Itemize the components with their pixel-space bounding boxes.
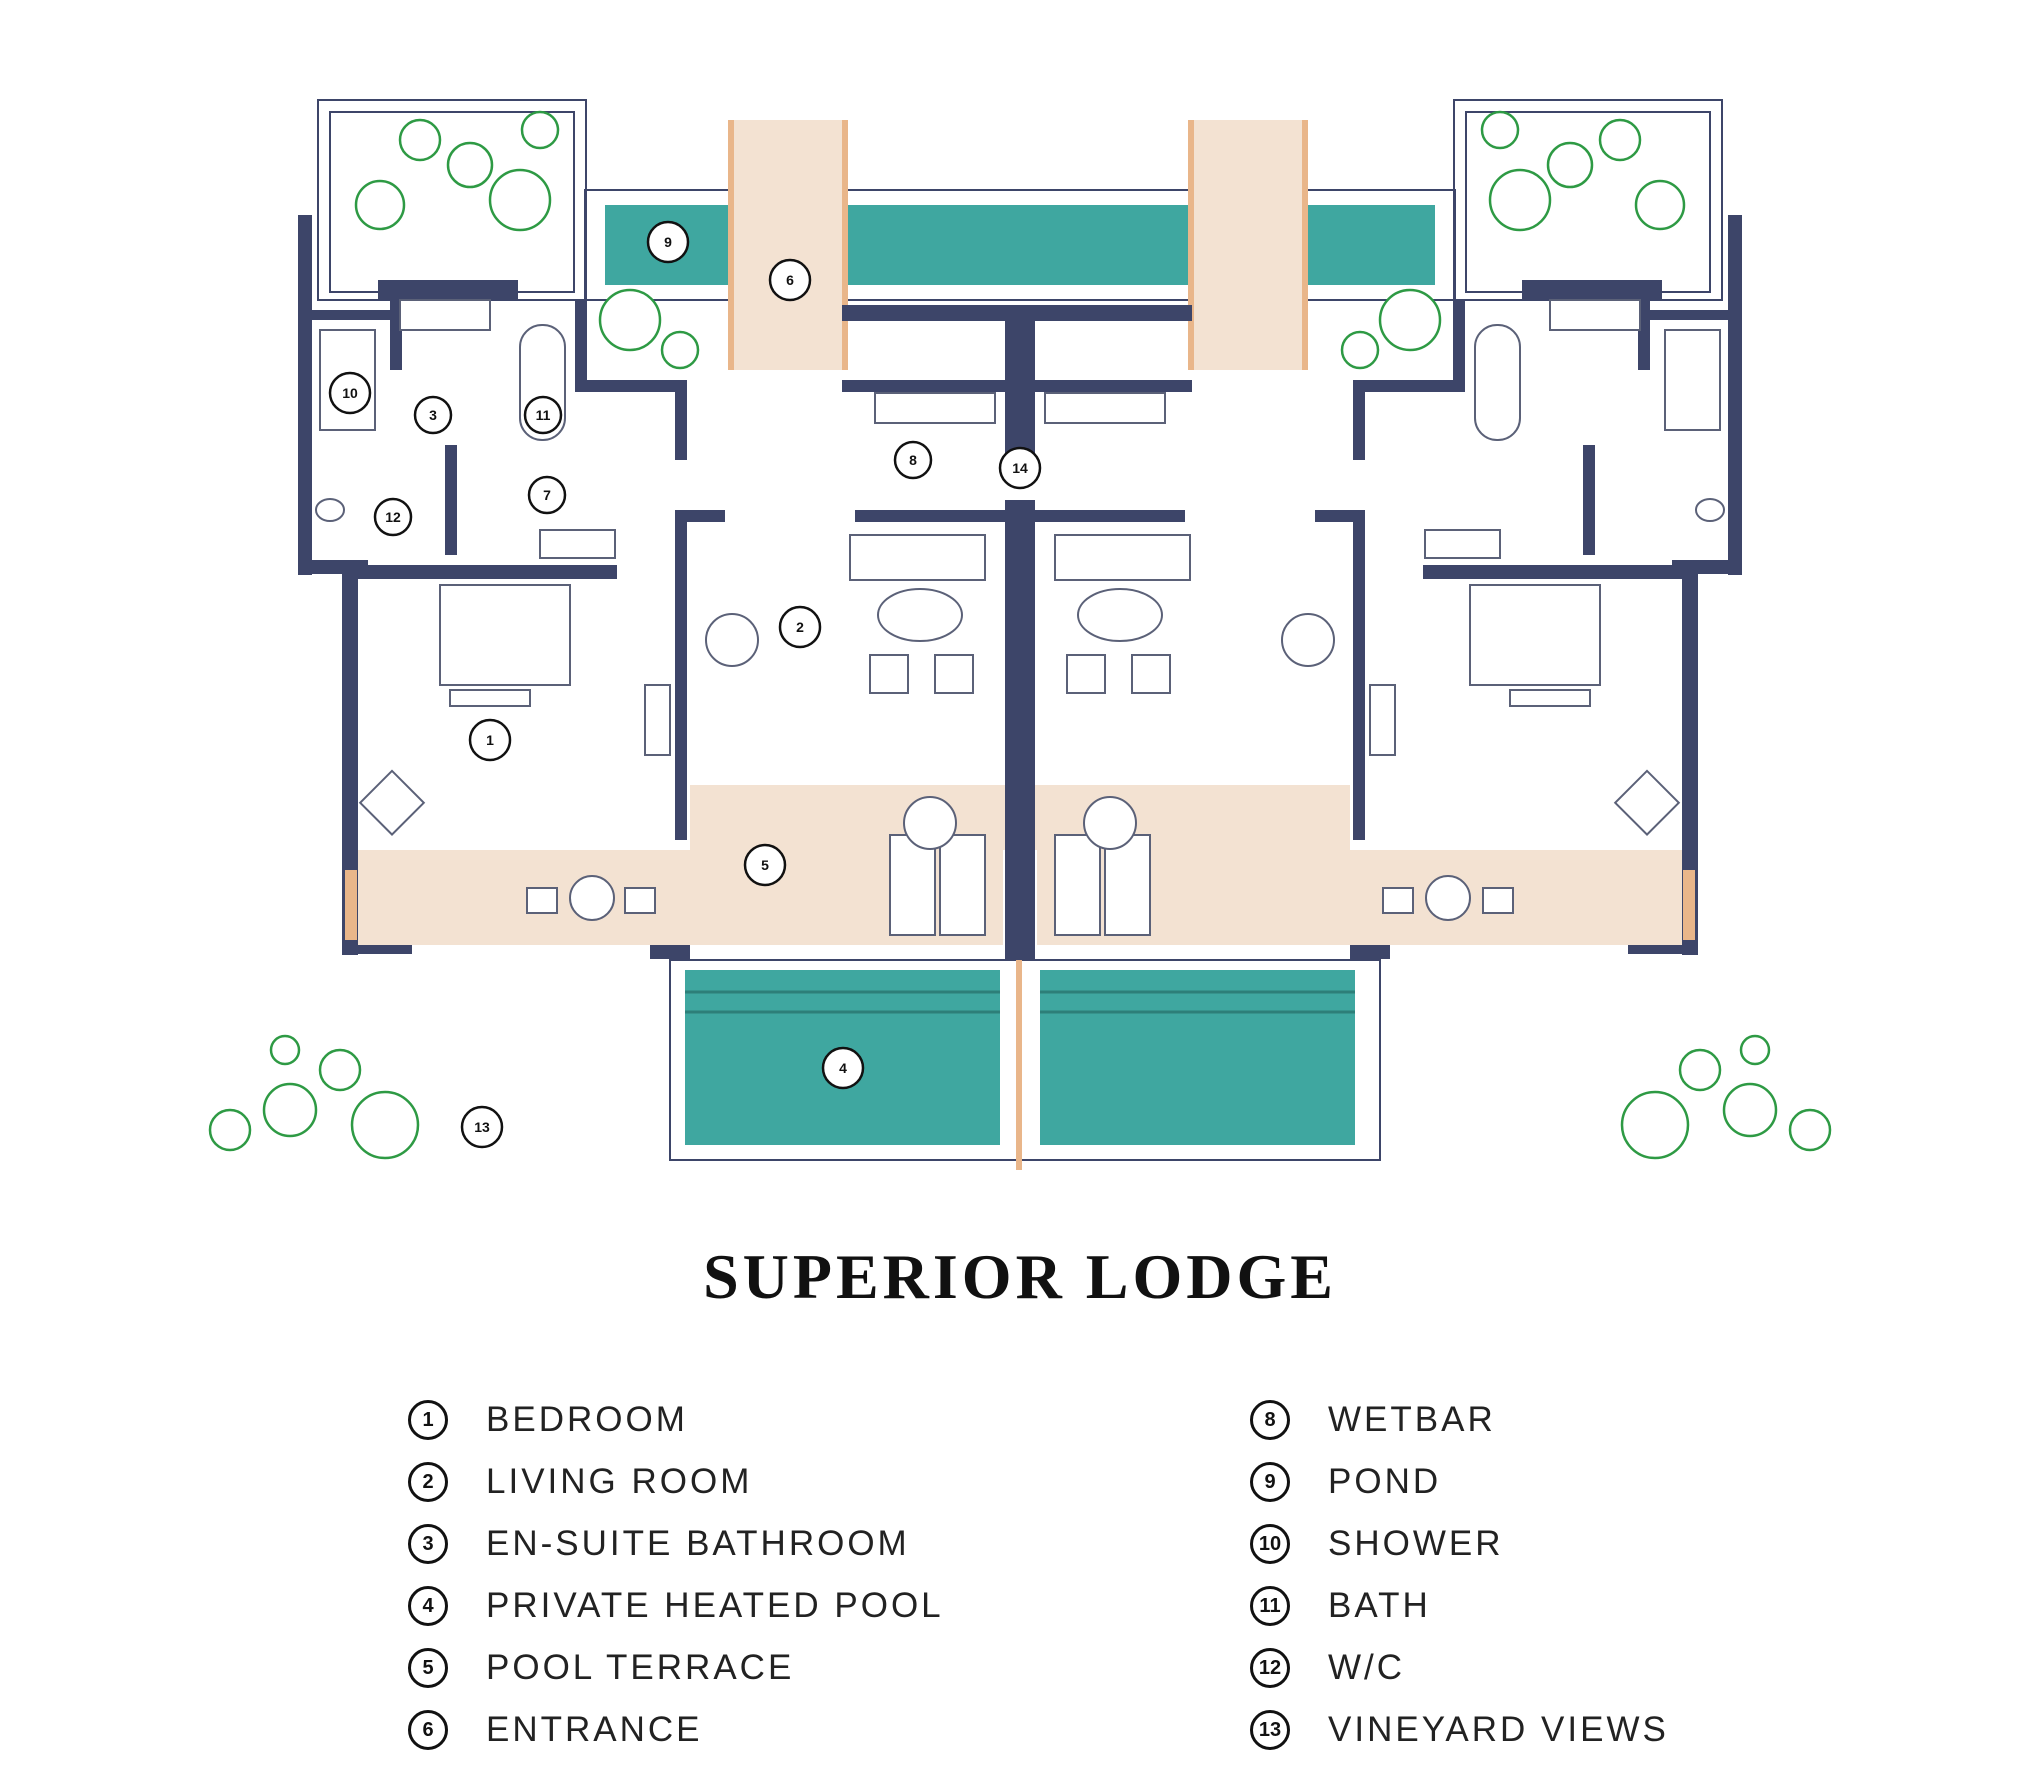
svg-text:8: 8	[909, 452, 917, 468]
marker-7: 7	[527, 475, 567, 515]
svg-text:6: 6	[786, 272, 794, 288]
svg-text:5: 5	[761, 857, 769, 873]
legend-number: 5	[408, 1648, 448, 1688]
legend-label: W/C	[1328, 1648, 1406, 1687]
svg-text:3: 3	[429, 407, 437, 423]
svg-text:12: 12	[385, 509, 401, 525]
plant-cluster-bottom-left	[208, 1034, 420, 1160]
private-pool-right	[1040, 970, 1355, 1145]
bed-left	[439, 584, 571, 686]
plan-title: SUPERIOR LODGE	[703, 1241, 1337, 1312]
svg-text:7: 7	[543, 487, 551, 503]
legend-number: 11	[1250, 1586, 1290, 1626]
svg-text:10: 10	[342, 385, 358, 401]
svg-text:13: 13	[474, 1119, 490, 1135]
sofa-right	[1054, 534, 1191, 581]
legend-number: 9	[1250, 1462, 1290, 1502]
legend-label: EN-SUITE BATHROOM	[486, 1524, 910, 1563]
entrance-deck-left	[728, 120, 848, 370]
legend-number: 12	[1250, 1648, 1290, 1688]
marker-11: 11	[523, 395, 563, 435]
svg-text:9: 9	[664, 234, 672, 250]
svg-text:11: 11	[536, 407, 551, 423]
sofa-left	[849, 534, 986, 581]
plant-cluster-top-left	[354, 110, 700, 370]
legend-label: BATH	[1328, 1586, 1431, 1625]
marker-6: 6	[768, 258, 812, 302]
marker-9: 9	[646, 220, 690, 264]
plant-cluster-top-right	[1340, 110, 1686, 370]
marker-8: 8	[893, 440, 933, 480]
legend-label: WETBAR	[1328, 1400, 1496, 1439]
legend-label: PRIVATE HEATED POOL	[486, 1586, 944, 1625]
svg-text:2: 2	[796, 619, 804, 635]
legend-label: VINEYARD VIEWS	[1328, 1710, 1669, 1749]
legend-number: 4	[408, 1586, 448, 1626]
svg-text:14: 14	[1012, 460, 1028, 476]
bed-right	[1469, 584, 1601, 686]
marker-3: 3	[413, 395, 453, 435]
legend-label: BEDROOM	[486, 1400, 688, 1439]
plant-cluster-bottom-right	[1620, 1034, 1832, 1160]
marker-2: 2	[778, 605, 822, 649]
marker-13: 13	[460, 1105, 504, 1149]
marker-4: 4	[821, 1046, 865, 1090]
svg-text:1: 1	[486, 732, 494, 748]
legend-number: 2	[408, 1462, 448, 1502]
marker-10: 10	[328, 371, 372, 415]
legend-number: 1	[408, 1400, 448, 1440]
svg-text:4: 4	[839, 1060, 847, 1076]
legend-number: 13	[1250, 1710, 1290, 1750]
legend-label: ENTRANCE	[486, 1710, 703, 1749]
legend-number: 6	[408, 1710, 448, 1750]
marker-12: 12	[373, 497, 413, 537]
legend-label: POND	[1328, 1462, 1442, 1501]
legend-number: 10	[1250, 1524, 1290, 1564]
entrance-deck-right	[1188, 120, 1308, 370]
marker-14: 14	[998, 446, 1042, 490]
marker-1: 1	[468, 718, 512, 762]
floor-plan: 1 2 3 4 5 6 7 8 9 10 11 12 13 14	[208, 99, 1832, 1170]
legend-number: 3	[408, 1524, 448, 1564]
marker-5: 5	[743, 843, 787, 887]
legend-label: LIVING ROOM	[486, 1462, 753, 1501]
legend-number: 8	[1250, 1400, 1290, 1440]
legend-label: POOL TERRACE	[486, 1648, 795, 1687]
legend-label: SHOWER	[1328, 1524, 1504, 1563]
